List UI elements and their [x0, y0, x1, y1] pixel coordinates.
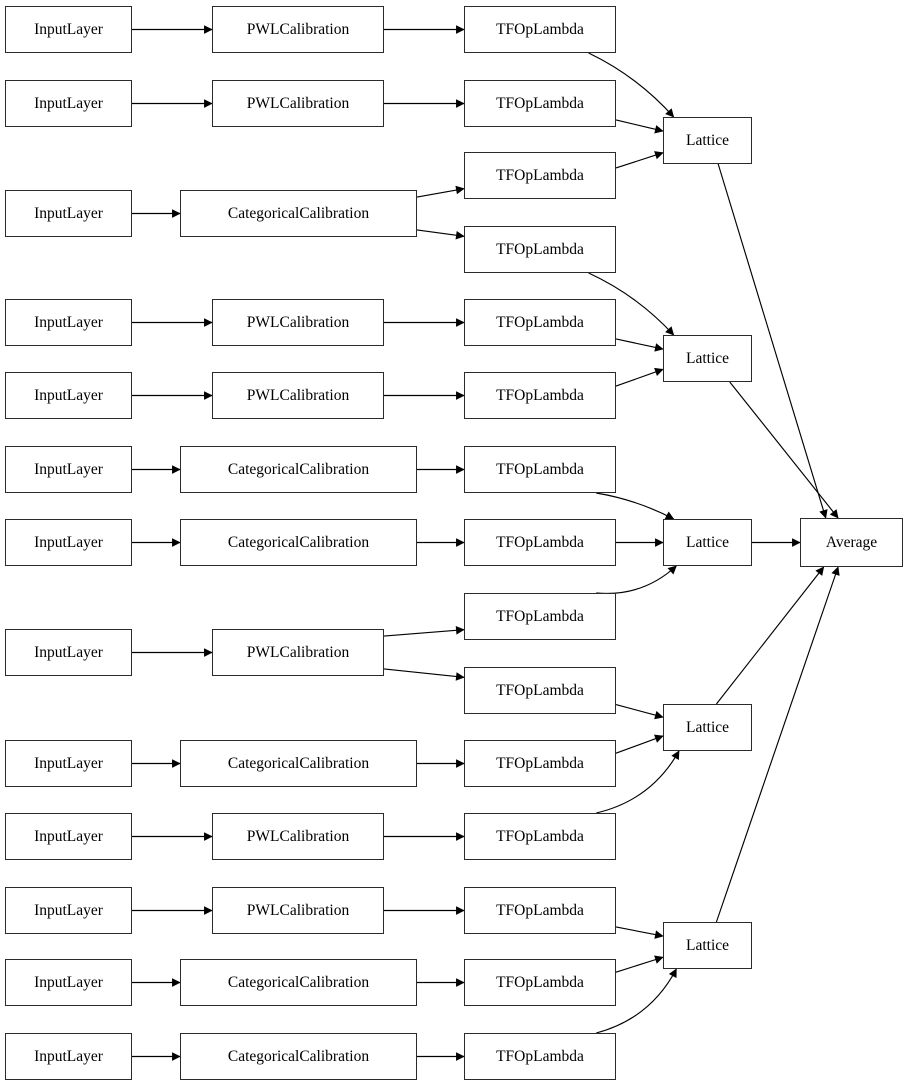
edge-tf3b-to-lat2	[588, 272, 675, 336]
edge-tf9-to-lat4	[615, 734, 664, 754]
node-tfoplambda-2: TFOpLambda	[464, 80, 616, 127]
edge-lat5-to-avg	[715, 566, 840, 923]
node-lattice-1: Lattice	[663, 117, 752, 164]
node-inputlayer-2: InputLayer	[5, 80, 132, 127]
node-pwlcalibration-10: PWLCalibration	[212, 813, 384, 860]
node-tfoplambda-3a: TFOpLambda	[464, 152, 616, 199]
edge-pwl8-to-tf8b	[383, 668, 465, 681]
edge-tf8a-to-lat3	[596, 565, 677, 595]
node-inputlayer-6: InputLayer	[5, 446, 132, 493]
node-tfoplambda-11: TFOpLambda	[464, 887, 616, 934]
node-tfoplambda-13: TFOpLambda	[464, 1033, 616, 1080]
node-tfoplambda-10: TFOpLambda	[464, 813, 616, 860]
node-pwlcalibration-2: PWLCalibration	[212, 80, 384, 127]
node-inputlayer-11: InputLayer	[5, 887, 132, 934]
node-tfoplambda-1: TFOpLambda	[464, 6, 616, 53]
node-pwlcalibration-5: PWLCalibration	[212, 372, 384, 419]
node-categoricalcalibration-9: CategoricalCalibration	[180, 740, 417, 787]
edge-cat3-to-tf3b	[416, 229, 465, 240]
edge-tf6-to-lat3	[596, 492, 675, 520]
node-pwlcalibration-8: PWLCalibration	[212, 629, 384, 676]
node-inputlayer-10: InputLayer	[5, 813, 132, 860]
node-categoricalcalibration-13: CategoricalCalibration	[180, 1033, 417, 1080]
node-inputlayer-3: InputLayer	[5, 190, 132, 237]
node-pwlcalibration-4: PWLCalibration	[212, 299, 384, 346]
node-lattice-5: Lattice	[663, 922, 752, 969]
node-tfoplambda-5: TFOpLambda	[464, 372, 616, 419]
edge-tf4-to-lat2	[615, 338, 664, 352]
node-tfoplambda-4: TFOpLambda	[464, 299, 616, 346]
edge-tf3a-to-lat1	[615, 151, 664, 169]
node-inputlayer-5: InputLayer	[5, 372, 132, 419]
node-inputlayer-7: InputLayer	[5, 519, 132, 566]
node-inputlayer-8: InputLayer	[5, 629, 132, 676]
edge-lat2-to-avg	[729, 381, 839, 519]
node-pwlcalibration-11: PWLCalibration	[212, 887, 384, 934]
node-categoricalcalibration-7: CategoricalCalibration	[180, 519, 417, 566]
edge-tf11-to-lat5	[615, 926, 664, 939]
node-tfoplambda-9: TFOpLambda	[464, 740, 616, 787]
node-tfoplambda-6: TFOpLambda	[464, 446, 616, 493]
node-inputlayer-12: InputLayer	[5, 959, 132, 1006]
node-lattice-2: Lattice	[663, 335, 752, 382]
node-tfoplambda-8a: TFOpLambda	[464, 593, 616, 640]
node-lattice-4: Lattice	[663, 704, 752, 751]
node-inputlayer-4: InputLayer	[5, 299, 132, 346]
edge-lat4-to-avg	[715, 566, 825, 705]
edge-tf5-to-lat2	[615, 367, 664, 387]
edge-tf8b-to-lat4	[615, 704, 664, 720]
edge-tf2-to-lat1	[615, 119, 664, 134]
node-tfoplambda-12: TFOpLambda	[464, 959, 616, 1006]
node-inputlayer-9: InputLayer	[5, 740, 132, 787]
edge-tf13-to-lat5	[596, 968, 677, 1034]
node-categoricalcalibration-6: CategoricalCalibration	[180, 446, 417, 493]
node-tfoplambda-3b: TFOpLambda	[464, 226, 616, 273]
edge-cat3-to-tf3a	[416, 185, 465, 198]
node-tfoplambda-7: TFOpLambda	[464, 519, 616, 566]
edge-tf10-to-lat4	[596, 750, 680, 814]
edge-lat1-to-avg	[717, 163, 828, 519]
node-categoricalcalibration-12: CategoricalCalibration	[180, 959, 417, 1006]
node-inputlayer-13: InputLayer	[5, 1033, 132, 1080]
edge-tf1-to-lat1	[588, 52, 675, 118]
node-pwlcalibration-1: PWLCalibration	[212, 6, 384, 53]
edge-pwl8-to-tf8a	[383, 625, 465, 637]
edge-tf12-to-lat5	[615, 955, 664, 973]
node-inputlayer-1: InputLayer	[5, 6, 132, 53]
node-lattice-3: Lattice	[663, 519, 752, 566]
node-categoricalcalibration-3: CategoricalCalibration	[180, 190, 417, 237]
node-tfoplambda-8b: TFOpLambda	[464, 667, 616, 714]
node-average: Average	[800, 518, 903, 567]
